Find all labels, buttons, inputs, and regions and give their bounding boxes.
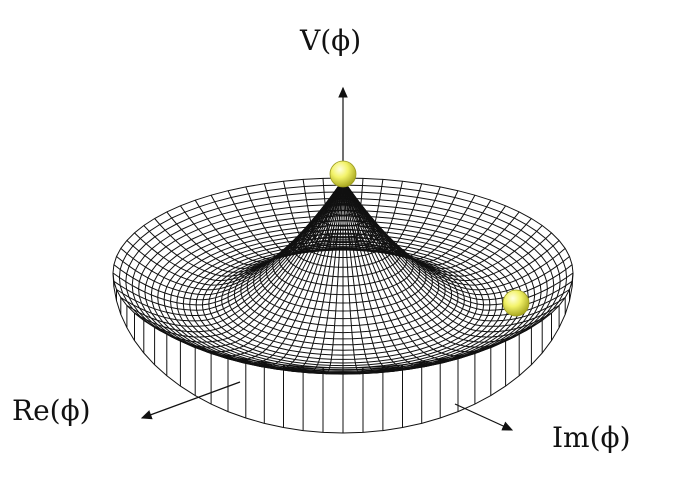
mesh-spoke <box>179 179 344 266</box>
mesh-spoke <box>166 179 344 269</box>
re-axis-label: Re(ϕ) <box>12 394 91 427</box>
mesh-spoke <box>302 179 344 374</box>
mesh-spoke <box>134 179 344 333</box>
mesh-spoke <box>154 179 344 273</box>
mesh-spoke <box>194 179 344 263</box>
ball-valley <box>502 289 530 317</box>
mesh-skirt-bottom <box>112 272 574 434</box>
ball-top <box>329 160 357 188</box>
mesh-spoke <box>342 179 520 269</box>
mesh-spoke <box>166 179 344 348</box>
mesh-spoke <box>342 178 364 251</box>
mesh-spoke <box>342 179 403 372</box>
mesh-spoke <box>342 179 441 256</box>
mesh-spoke <box>342 179 364 375</box>
mesh-spoke <box>342 179 423 254</box>
mesh-spoke <box>342 179 423 370</box>
v-axis-label: V(ϕ) <box>299 24 361 57</box>
mesh-spoke <box>120 179 344 322</box>
mesh-spoke <box>143 179 344 277</box>
mesh-spoke <box>322 178 344 251</box>
mesh-spoke <box>116 179 344 316</box>
mesh-spoke <box>342 179 459 258</box>
mesh-spoke <box>263 179 344 370</box>
mesh-spoke <box>143 179 344 338</box>
potential-surface-mesh <box>112 177 574 434</box>
mesh-spoke <box>210 179 344 260</box>
mesh-spoke <box>227 179 344 258</box>
mesh-spoke <box>342 179 507 266</box>
im-axis-label: Im(ϕ) <box>552 421 631 454</box>
mesh-spoke <box>322 179 344 375</box>
mesh-spoke <box>302 179 344 252</box>
mesh-spoke <box>342 179 570 296</box>
mesh-spoke <box>342 179 566 322</box>
mesh-spoke <box>342 179 459 365</box>
im-axis <box>454 403 514 431</box>
mesh-spoke <box>342 179 520 348</box>
mesh-spoke <box>342 179 573 301</box>
mesh-spoke <box>342 179 543 338</box>
mesh-spoke <box>342 179 384 252</box>
mesh-spoke <box>342 179 552 333</box>
mesh-spoke <box>342 179 384 374</box>
re-axis <box>140 381 241 420</box>
mesh-spoke <box>227 179 344 365</box>
mesh-spoke <box>283 179 344 253</box>
mesh-spoke <box>283 179 344 372</box>
mesh-spoke <box>342 179 570 316</box>
mesh-spoke <box>194 179 344 357</box>
mesh-spoke <box>342 179 403 253</box>
mesh-spoke <box>263 179 344 254</box>
